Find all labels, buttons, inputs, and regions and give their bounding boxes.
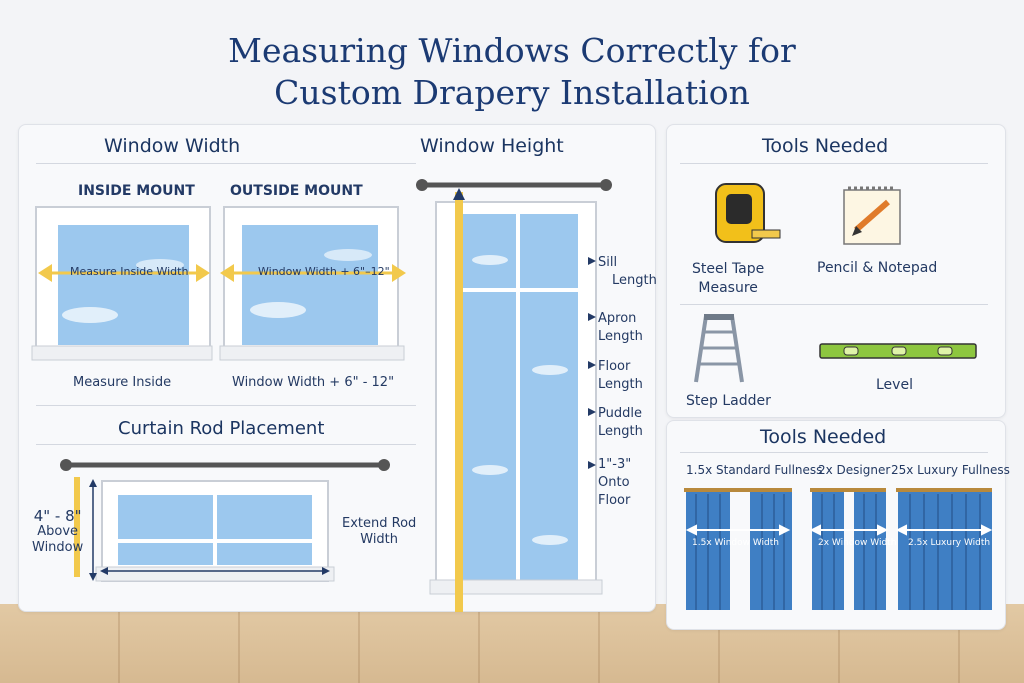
inside-caption: Measure Inside [73,375,172,390]
pencil-notepad-icon [843,186,901,245]
extend-line-1: Extend Rod [342,516,417,531]
tape-measure-icon [715,183,781,243]
curtains-drawing [684,488,993,610]
marker-sill-line-1: Sill [598,255,618,270]
fullness-luxury-arrow-label: 2.5x Luxury Width [908,538,991,548]
above-line-2: Above [37,524,79,539]
above-line-3: Window [32,540,84,555]
marker-onto-line-2: Onto [598,475,630,490]
tool-tape-line-2: Measure [698,280,758,296]
tools-divider [680,163,988,164]
inside-mount-window [31,206,213,361]
marker-puddle: Puddle Length [598,405,643,441]
window-height-heading: Window Height [420,135,564,157]
outside-mount-heading: OUTSIDE MOUNT [230,183,363,199]
rod-placement-window [60,459,390,582]
page-title: Measuring Windows Correctly for Custom D… [0,30,1024,114]
marker-apron: Apron Length [598,310,643,346]
fullness-heading: Tools Needed [760,426,887,448]
above-line-1: 4" - 8" [33,507,82,525]
fullness-standard-arrow-label: 1.5x Window Width [692,538,779,548]
marker-onto-floor: 1"-3" Onto Floor [598,456,631,510]
marker-apron-line-1: Apron [598,311,637,326]
marker-sill-line-2: Length [612,273,657,288]
fullness-divider [680,452,988,453]
rod-placement-heading: Curtain Rod Placement [118,418,325,439]
tool-tape-line-1: Steel Tape [692,261,765,277]
tool-level-label: Level [876,377,913,393]
tools-mid-divider [680,304,988,305]
marker-puddle-line-1: Puddle [598,406,642,421]
rod-divider-top [36,405,416,406]
width-divider [36,163,416,164]
fullness-standard-caption: 1.5x Standard Fullness [686,463,823,477]
above-window-label: 4" - 8" Above Window [32,508,83,556]
window-width-heading: Window Width [104,135,241,157]
fullness-designer-caption: 2x Designer [818,463,891,477]
inside-arrow-label: Measure Inside Width [70,265,189,278]
outside-mount-window [219,206,406,361]
extend-line-2: Width [360,532,399,547]
rod-divider [36,444,416,445]
marker-apron-line-2: Length [598,329,643,344]
marker-onto-line-1: 1"-3" [598,457,632,472]
fullness-luxury-caption: 25x Luxury Fullness [891,463,1010,477]
tools-heading: Tools Needed [762,135,889,157]
marker-floor: Floor Length [598,358,643,394]
marker-ticks [588,257,596,469]
tool-tape-label: Steel Tape Measure [692,260,764,298]
tool-ladder-label: Step Ladder [686,393,771,409]
tools-panel [666,124,1006,418]
marker-sill: Sill Length [598,254,657,290]
marker-onto-line-3: Floor [598,493,631,508]
level-icon [819,343,977,359]
inside-mount-heading: INSIDE MOUNT [78,183,195,199]
fullness-designer-arrow-label: 2x Window Width [818,538,897,548]
tall-window [416,179,612,612]
outside-caption: Window Width + 6" - 12" [232,375,395,390]
step-ladder-icon [694,314,744,383]
marker-puddle-line-2: Length [598,424,643,439]
tool-pencil-label: Pencil & Notepad [817,260,938,276]
title-line-2: Custom Drapery Installation [274,73,750,112]
marker-floor-line-2: Length [598,377,643,392]
extend-rod-label: Extend Rod Width [342,516,416,548]
outside-arrow-label: Window Width + 6"–12" [258,265,390,278]
title-line-1: Measuring Windows Correctly for [228,31,796,70]
marker-floor-line-1: Floor [598,359,631,374]
